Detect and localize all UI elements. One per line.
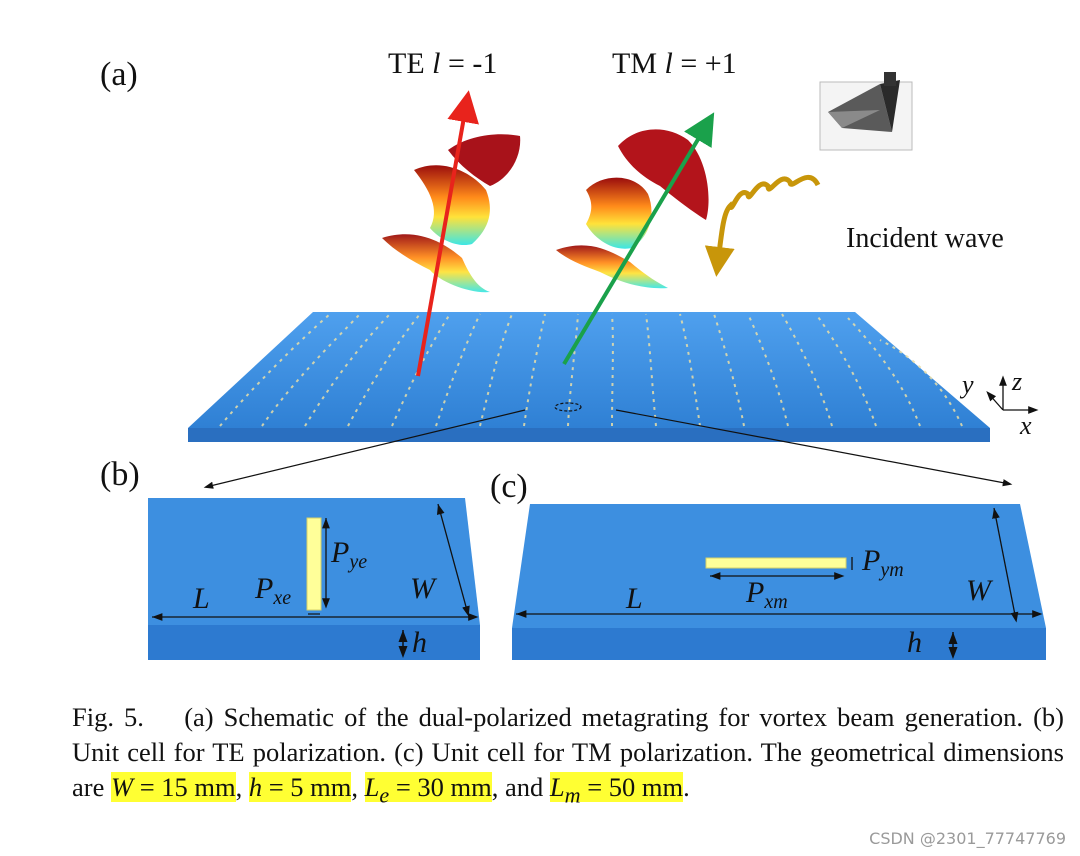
panel-c-label: (c) (490, 468, 528, 505)
te-h-label: h (412, 626, 427, 659)
metagrating-figure: (a) (b) (c) TE l = -1 TM l = +1 Incident… (100, 47, 1046, 660)
csdn-watermark: CSDN @2301_77747769 (869, 829, 1066, 848)
tm-unit-cell: L W h Pxm Pym (512, 504, 1046, 660)
te-Pxe-label: Pxe (254, 572, 291, 609)
te-Pye-label: Pye (330, 536, 367, 573)
te-L-label: L (192, 582, 210, 615)
zoom-line-left (203, 409, 526, 489)
axis-x-label: x (1019, 411, 1032, 440)
incident-wave-label: Incident wave (846, 223, 1004, 254)
axis-indicator: y z x (959, 367, 1039, 440)
metagrating-slab (188, 312, 990, 442)
zoom-line-right (615, 409, 1013, 487)
te-W-label: W (410, 572, 438, 605)
tm-Pym-label: Pym (861, 544, 904, 581)
axis-y-label: y (959, 370, 974, 399)
tm-L-label: L (625, 582, 643, 615)
horn-antenna-icon (819, 72, 913, 151)
tm-vortex-beam (556, 112, 715, 366)
te-strip (306, 517, 322, 611)
caption-fig-label: Fig. 5. (72, 702, 144, 732)
tm-Pxm-label: Pxm (745, 576, 788, 613)
caption-lm-dim: Lm = 50 mm (549, 772, 684, 808)
caption-h-dim: h = 5 mm (248, 772, 352, 802)
te-vortex-beam (382, 90, 521, 377)
axis-z-label: z (1011, 367, 1022, 396)
te-beam-label: TE l = -1 (388, 47, 497, 80)
panel-a-label: (a) (100, 56, 138, 93)
tm-W-label: W (966, 574, 994, 607)
caption-body: (a) Schematic of the dual-polarized meta… (72, 702, 1064, 802)
caption-w-dim: W = 15 mm (110, 772, 236, 802)
te-unit-cell: L W h Pxe Pye (148, 498, 480, 660)
incident-wave-arrow (704, 175, 821, 277)
tm-strip (705, 557, 847, 569)
tm-h-label: h (907, 626, 922, 659)
tm-beam-label: TM l = +1 (612, 47, 737, 80)
unit-cell-marker (554, 402, 582, 412)
caption-le-dim: Le = 30 mm (364, 772, 492, 808)
panel-b-label: (b) (100, 456, 140, 493)
figure-caption: Fig. 5. (a) Schematic of the dual-polari… (72, 702, 1064, 808)
